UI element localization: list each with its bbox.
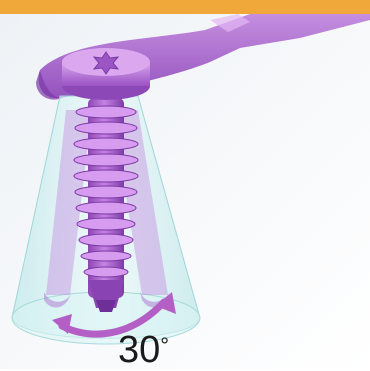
angle-unit: ° (160, 333, 169, 358)
angle-value: 30 (118, 329, 160, 371)
screw-head (62, 48, 150, 100)
angle-label: 30° (118, 330, 169, 370)
